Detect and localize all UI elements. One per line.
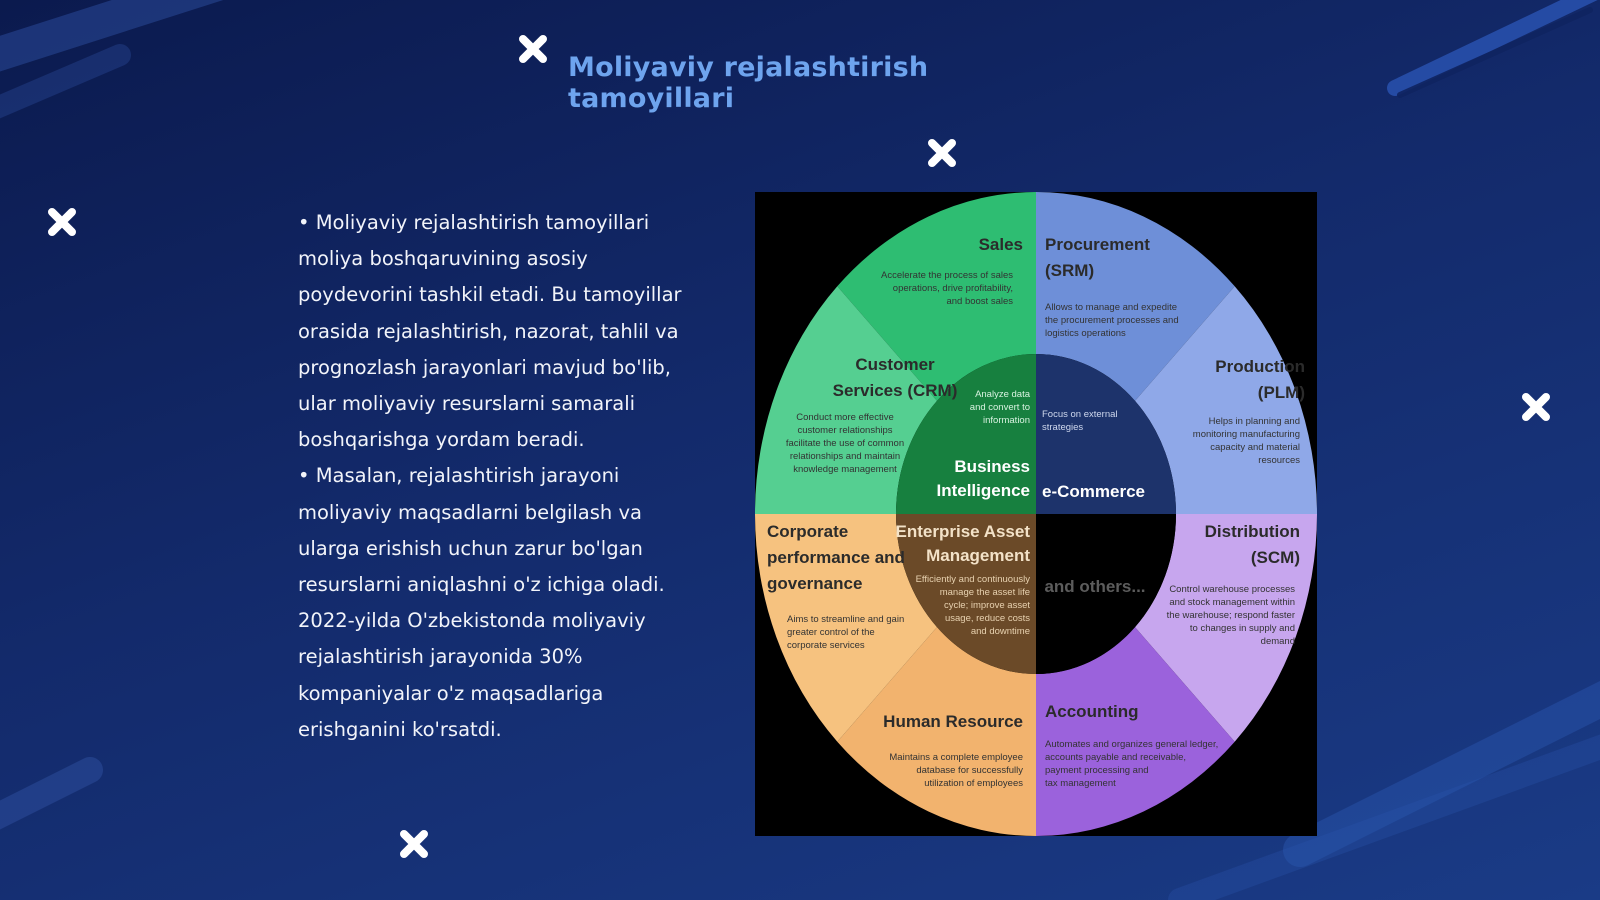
segment-desc-eam: Efficiently and continuously (916, 574, 1031, 585)
segment-title-distribution: Distribution (1205, 522, 1300, 541)
segment-accounting (1036, 627, 1235, 836)
segment-desc-distribution: to changes in supply and (1190, 623, 1295, 634)
segment-title-hr: Human Resource (883, 712, 1023, 731)
segment-title-production: (PLM) (1258, 383, 1305, 402)
body-text: • Moliyaviy rejalashtirish tamoyillari m… (298, 205, 703, 748)
segment-desc-corporate: corporate services (787, 640, 865, 651)
close-icon (928, 139, 956, 167)
segment-desc-crm: Conduct more effective (796, 412, 894, 423)
segment-desc-production: resources (1258, 455, 1300, 466)
segment-desc-crm: relationships and maintain (790, 451, 900, 462)
close-icon (48, 208, 76, 236)
segment-title-procurement: (SRM) (1045, 261, 1094, 280)
segment-title-ecommerce: e-Commerce (1042, 482, 1145, 501)
segment-title-corporate: Corporate (767, 522, 848, 541)
segment-desc-crm: knowledge management (793, 464, 897, 475)
segment-title-crm: Customer (855, 355, 935, 374)
segment-desc-distribution: and stock management within (1169, 597, 1295, 608)
segment-desc-accounting: accounts payable and receivable, (1045, 752, 1186, 763)
segment-desc-sales: Accelerate the process of sales (881, 270, 1013, 281)
segment-procurement (1036, 192, 1235, 401)
close-icon (400, 830, 428, 858)
segment-desc-corporate: Aims to streamline and gain (787, 614, 904, 625)
segment-corporate (755, 514, 938, 742)
segment-desc-crm: facilitate the use of common (786, 438, 904, 449)
paragraph-1: • Moliyaviy rejalashtirish tamoyillari m… (298, 211, 682, 452)
segment-production (1134, 286, 1317, 514)
segment-title-crm: Services (CRM) (833, 381, 958, 400)
segment-desc-distribution: Control warehouse processes (1169, 584, 1295, 595)
segment-desc-bi: Analyze data (975, 389, 1031, 400)
segment-desc-procurement: Allows to manage and expedite (1045, 302, 1177, 313)
segment-title-other: and others... (1044, 577, 1145, 596)
segment-desc-eam: and downtime (971, 626, 1030, 637)
segment-title-sales: Sales (979, 235, 1023, 254)
segment-title-eam: Management (926, 546, 1030, 565)
segment-desc-eam: manage the asset life (940, 587, 1030, 598)
segment-desc-distribution: the warehouse; respond faster (1167, 610, 1295, 621)
segment-ecommerce (1036, 354, 1176, 514)
segment-title-distribution: (SCM) (1251, 548, 1300, 567)
segment-desc-distribution: demand (1261, 636, 1295, 647)
segment-desc-sales: operations, drive profitability, (893, 283, 1013, 294)
close-icon (519, 35, 547, 63)
segment-desc-accounting: payment processing and (1045, 765, 1149, 776)
segment-crm (755, 286, 938, 514)
segment-desc-sales: and boost sales (946, 296, 1013, 307)
segment-desc-crm: customer relationships (797, 425, 892, 436)
segment-desc-bi: information (983, 415, 1030, 426)
segment-desc-accounting: tax management (1045, 778, 1116, 789)
segment-desc-corporate: greater control of the (787, 627, 875, 638)
segment-title-accounting: Accounting (1045, 702, 1139, 721)
segment-desc-ecommerce: strategies (1042, 422, 1083, 433)
segment-sales (837, 192, 1036, 401)
close-icon (1522, 393, 1550, 421)
segment-title-bi: Business (954, 457, 1030, 476)
segment-desc-hr: utilization of employees (924, 778, 1023, 789)
segment-title-bi: Intelligence (936, 481, 1030, 500)
segment-desc-accounting: Automates and organizes general ledger, (1045, 739, 1218, 750)
segment-title-corporate: performance and (767, 548, 905, 567)
segment-desc-production: monitoring manufacturing (1193, 429, 1300, 440)
segment-eam (896, 514, 1036, 674)
segment-desc-procurement: logistics operations (1045, 328, 1126, 339)
segment-desc-procurement: the procurement processes and (1045, 315, 1179, 326)
paragraph-2: • Masalan, rejalashtirish jarayoni moliy… (298, 464, 665, 741)
segment-title-procurement: Procurement (1045, 235, 1150, 254)
segment-distribution (1134, 514, 1317, 742)
segment-title-corporate: governance (767, 574, 862, 593)
slide-title: Moliyaviy rejalashtirish tamoyillari (568, 52, 929, 114)
segment-bi (896, 354, 1036, 514)
segment-title-production: Production (1215, 357, 1305, 376)
segment-desc-ecommerce: Focus on external (1042, 409, 1118, 420)
segment-title-eam: Enterprise Asset (896, 522, 1031, 541)
segment-desc-eam: cycle; improve asset (944, 600, 1030, 611)
segment-desc-production: Helps in planning and (1209, 416, 1300, 427)
segment-desc-hr: database for successfully (916, 765, 1023, 776)
segment-desc-bi: and convert to (970, 402, 1030, 413)
segment-desc-eam: usage, reduce costs (945, 613, 1030, 624)
segment-other (1036, 514, 1176, 674)
segment-hr (837, 627, 1036, 836)
segment-desc-production: capacity and material (1210, 442, 1300, 453)
segment-desc-hr: Maintains a complete employee (889, 752, 1023, 763)
